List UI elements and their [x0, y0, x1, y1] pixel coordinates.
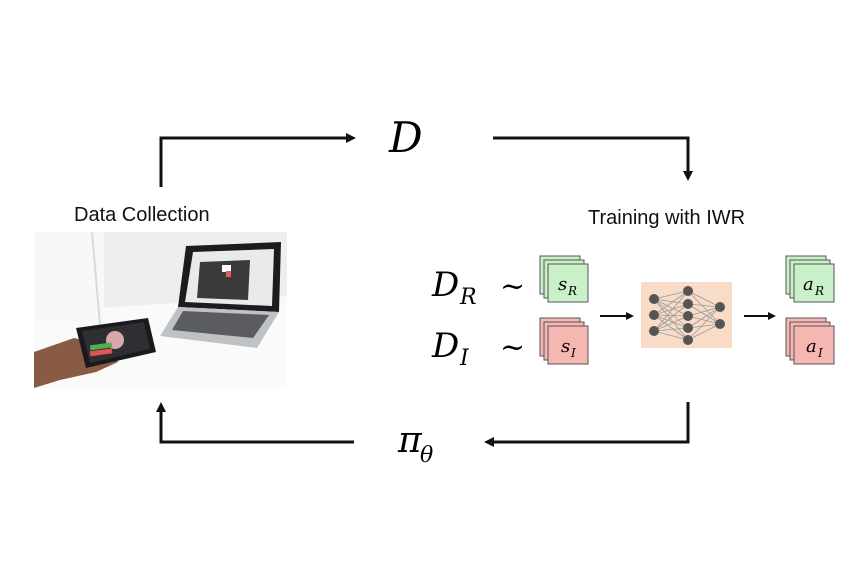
phone-in-hand: [34, 318, 156, 388]
policy-symbol: π θ: [397, 420, 433, 468]
data-collection-label: Data Collection: [74, 204, 210, 226]
svg-text:~: ~: [500, 269, 525, 304]
svg-text:R: R: [459, 285, 477, 310]
svg-text:D: D: [431, 265, 459, 305]
svg-text:a: a: [806, 336, 817, 357]
svg-text:a: a: [803, 274, 814, 295]
laptop: [160, 242, 281, 348]
action-stack-r: a R: [785, 255, 835, 303]
svg-text:π: π: [397, 420, 423, 461]
state-stack-r: s R: [539, 255, 589, 303]
svg-text:I: I: [570, 346, 576, 360]
svg-text:I: I: [817, 346, 823, 360]
training-label: Training with IWR: [588, 207, 746, 229]
svg-text:θ: θ: [420, 443, 433, 468]
svg-text:s: s: [561, 336, 570, 357]
human-dataset-label: D R ~: [431, 265, 525, 310]
arrow-collection-to-dataset: [159, 133, 356, 187]
svg-text:D: D: [431, 326, 459, 366]
state-stack-i: s I: [539, 317, 589, 365]
svg-text:I: I: [459, 346, 470, 371]
arrow-policy-to-collection: [156, 402, 354, 444]
neural-network: [641, 282, 732, 348]
svg-text:s: s: [558, 274, 567, 295]
data-collection-photo: [34, 231, 287, 388]
arrow-dataset-to-training: [493, 136, 693, 181]
svg-text:R: R: [814, 284, 824, 298]
svg-text:R: R: [567, 284, 577, 298]
svg-text:~: ~: [500, 330, 525, 365]
arrow-training-to-policy: [484, 402, 690, 447]
dataset-symbol: D: [388, 113, 423, 162]
intervention-dataset-label: D I ~: [431, 326, 525, 371]
action-stack-i: a I: [785, 317, 835, 365]
